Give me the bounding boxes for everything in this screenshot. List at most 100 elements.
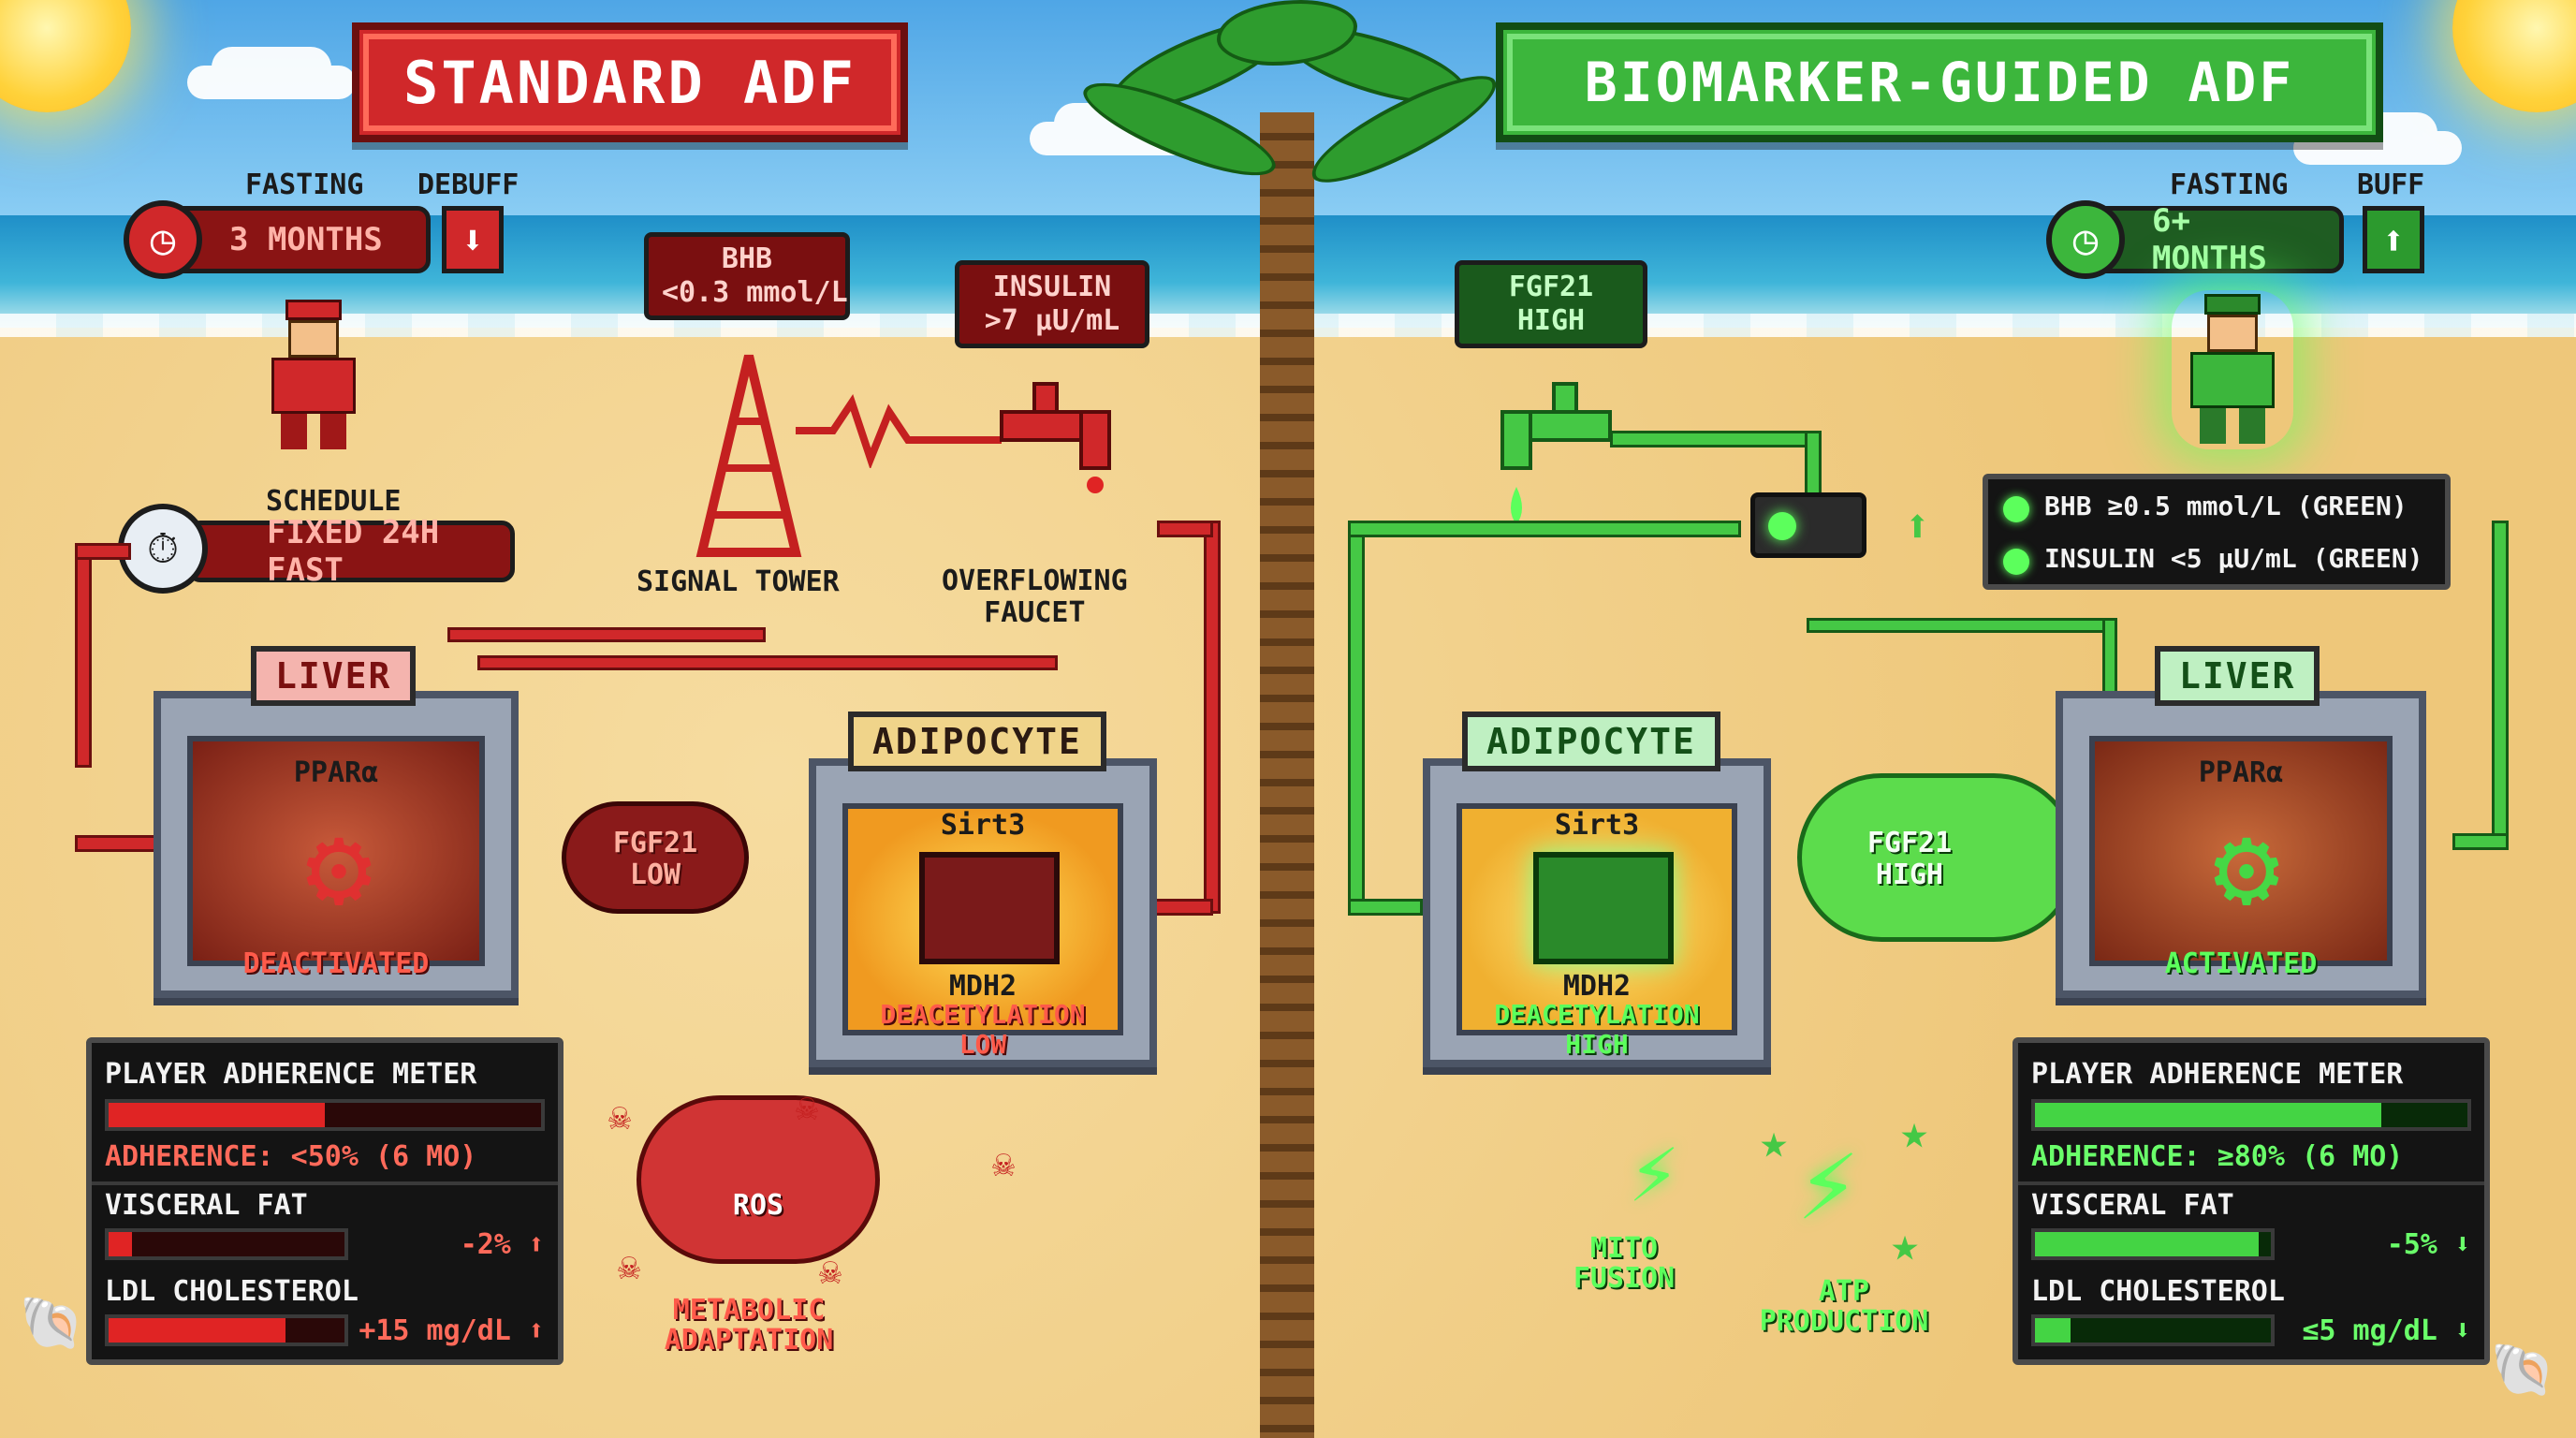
schedule-value-text: FIXED 24H FAST [267,514,440,589]
liver-machine-right: PPARα ⚙ ACTIVATED [2056,691,2426,998]
visceral-fat-change: -5% ⬇ [2386,1228,2471,1261]
sirt3-label: Sirt3 [940,809,1026,842]
adherence-bar [2031,1099,2471,1131]
pipe-red [447,627,766,642]
ppar-label: PPARα [293,756,379,789]
arrow-up-icon: ⬆ [1904,500,1931,552]
standard-adf-title-text: STANDARD ADF [403,48,856,117]
adherence-text: ADHERENCE: <50% (6 MO) [105,1140,477,1173]
pipe-red [75,835,159,852]
atp-production-text: ATP PRODUCTION [1759,1275,1929,1338]
star-icon: ★ [1900,1105,1929,1159]
liver-chamber [187,736,485,966]
standard-adf-title: STANDARD ADF [352,22,908,142]
pipe-red [1204,521,1221,914]
fasting-label: FASTING [245,169,364,201]
schedule-pill: FIXED 24H FAST [187,514,515,589]
lightning-icon: ⚡ [1629,1123,1680,1222]
fasting-duration-text: 3 MONTHS [229,221,383,258]
adipocyte-title-right: ADIPOCYTE [1462,712,1720,771]
biomarker-sensor-icon [1750,492,1866,558]
adherence-bar [105,1099,545,1131]
ppar-label: PPARα [2198,756,2284,789]
skull-icon: ☠ [608,1095,632,1138]
visceral-fat-fill [109,1232,133,1256]
stopwatch-icon: ⏱ [118,504,208,594]
star-icon: ★ [1760,1114,1789,1168]
ldl-bar [2031,1314,2275,1346]
fgf21-high-text: FGF21 HIGH [1866,827,1953,891]
fasting-duration-text-right: 6+ MONTHS [2152,202,2267,277]
adherence-fill [2035,1103,2381,1127]
deacetylation-low-text: DEACETYLATION LOW [880,999,1086,1060]
ldl-label: LDL CHOLESTEROL [105,1275,359,1308]
liver-title-left: LIVER [251,646,417,706]
divider [2018,1181,2484,1185]
insulin-high-tag: INSULIN >7 μU/mL [955,260,1149,348]
green-status-light-icon [2003,496,2029,522]
ldl-bar [105,1314,348,1346]
panel-title: PLAYER ADHERENCE METER [2031,1058,2404,1091]
panel-title: PLAYER ADHERENCE METER [105,1058,477,1091]
visceral-fat-bar [2031,1228,2275,1260]
pipe-red [1148,899,1213,916]
skull-icon: ☠ [992,1142,1016,1185]
signal-wave [796,393,1002,468]
liver-title-right: LIVER [2155,646,2320,706]
faucet-green-icon [1500,382,1612,524]
broken-chip-icon [919,852,1060,964]
cloud-icon [187,66,300,99]
signal-tower-label: SIGNAL TOWER [637,565,840,598]
fasting-label-right: FASTING [2170,169,2289,201]
biomarker-status-panel: BHB ≥0.5 mmol/L (GREEN) INSULIN <5 μU/mL… [1983,474,2451,590]
signal-tower-icon [695,354,802,557]
liver-state-text: DEACTIVATED [242,947,430,980]
seashell-icon: 🐚 [19,1293,84,1354]
liver-machine-left: PPARα ⚙ DEACTIVATED [154,691,519,998]
skull-icon: ☠ [819,1250,842,1293]
faucet-label: OVERFLOWING FAUCET [942,565,1128,629]
star-icon: ★ [1891,1217,1920,1271]
pipe-red [477,655,1058,670]
pipe-green [1348,521,1741,537]
sirt3-label: Sirt3 [1554,809,1640,842]
faucet-red-icon [1000,382,1111,493]
skull-icon: ☠ [618,1245,641,1288]
insulin-status-text: INSULIN <5 μU/mL (GREEN) [2044,543,2423,574]
lightning-icon: ⚡ [1797,1123,1860,1243]
ldl-change: ≤5 mg/dL ⬇ [2302,1314,2471,1347]
deacetylation-high-text: DEACETYLATION HIGH [1494,999,1700,1060]
clock-icon: ◷ [124,200,202,279]
player-red-character [253,300,374,449]
adherence-fill [109,1103,325,1127]
skull-icon: ☠ [796,1086,819,1129]
metabolic-adaptation-text: METABOLIC ADAPTATION [664,1294,834,1357]
palm-leaf-icon [1217,0,1357,66]
pipe-green [1348,899,1423,916]
adherence-panel-left: PLAYER ADHERENCE METER ADHERENCE: <50% (… [86,1037,564,1365]
debuff-label: DEBUFF [417,169,520,201]
pipe-red [75,543,131,560]
fgf21-low-text: FGF21 LOW [612,827,698,891]
biomarker-adf-title-text: BIOMARKER-GUIDED ADF [1584,51,2295,114]
visceral-fat-fill [2035,1232,2260,1256]
player-green-character [2172,290,2293,449]
pipe-green [1610,431,1816,448]
glowing-chip-icon [1533,852,1674,964]
biomarker-adf-title: BIOMARKER-GUIDED ADF [1496,22,2383,142]
visceral-fat-label: VISCERAL FAT [2031,1189,2234,1222]
seashell-icon: 🐚 [2490,1340,2555,1401]
pipe-green [2492,521,2509,848]
arrow-up-icon: ⬆ [2363,206,2424,273]
fasting-duration-pill: 3 MONTHS [150,206,431,273]
visceral-fat-label: VISCERAL FAT [105,1189,308,1222]
liver-state-text: ACTIVATED [2164,947,2318,980]
adipocyte-machine-right: Sirt3 MDH2 DEACETYLATION HIGH [1423,758,1771,1067]
mdh2-label: MDH2 [948,970,1017,1003]
pipe-green [1348,521,1365,914]
liver-chamber [2089,736,2393,966]
pipe-red [75,543,92,768]
fgf21-low-cloud [562,801,749,914]
fgf21-high-tag: FGF21 HIGH [1455,260,1647,348]
buff-label: BUFF [2357,169,2425,201]
